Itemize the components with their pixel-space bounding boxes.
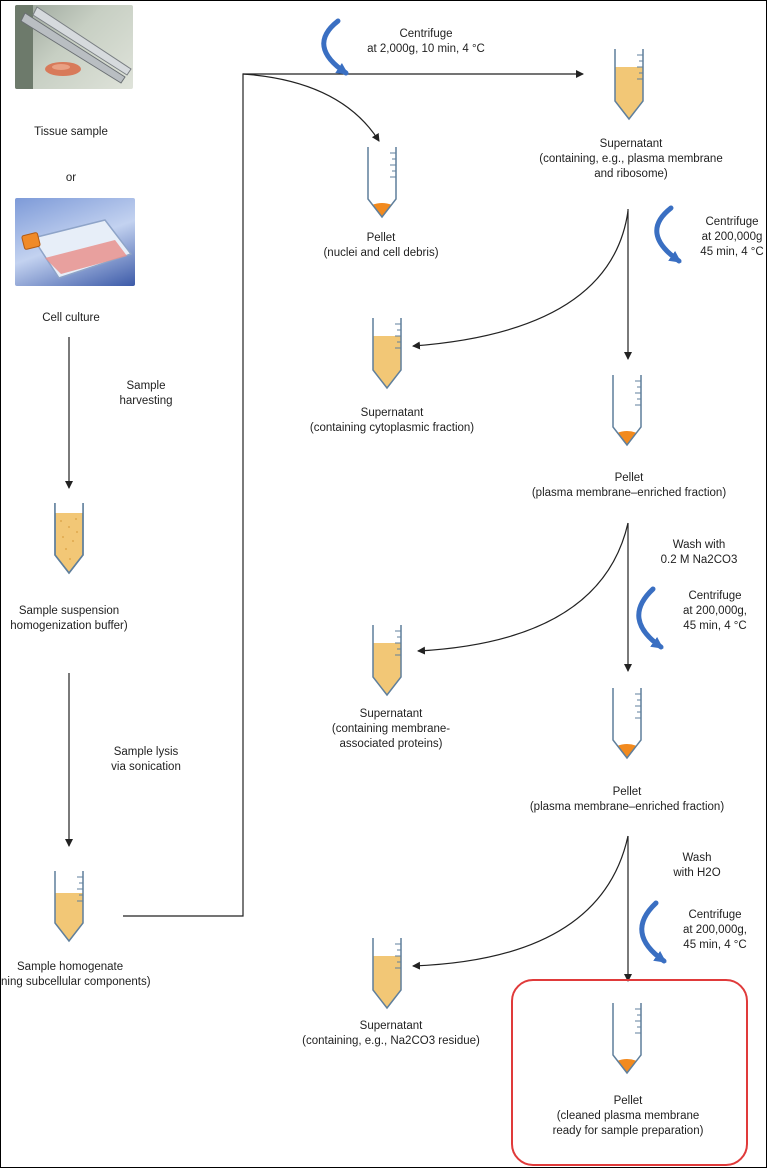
label-pellet-1-line2: (nuclei and cell debris) [323,247,439,259]
label-centrifuge-4-line1: Centrifuge [688,909,742,921]
label-supernatant-4-line1: Supernatant [359,1020,423,1032]
label-centrifuge-1-line1: Centrifuge [399,28,453,40]
cell-culture-photo [15,198,135,286]
label-cell-culture: Cell culture [42,312,100,324]
label-suspension-line2: homogenization buffer) [10,620,128,632]
label-supernatant-3: Supernatant (containing membrane- associ… [301,707,481,752]
label-centrifuge-3-line1: Centrifuge [688,590,742,602]
label-suspension-line1: Sample suspension [18,605,120,617]
label-wash-2-line1: Wash [682,852,712,864]
label-supernatant-3-line3: associated proteins) [339,738,443,750]
suspension-tube [54,503,84,575]
label-pellet-2: Pellet (plasma membrane–enriched fractio… [509,471,749,501]
label-pellet-4: Pellet (cleaned plasma membrane ready fo… [521,1094,735,1139]
supernatant-tube-4 [372,938,402,1010]
label-harvest-line1: Sample [126,380,166,392]
supernatant-tube-3 [372,625,402,697]
arrow-to-sup2 [412,210,629,350]
pellet-tube-2 [612,375,642,447]
label-wash-1-line2: 0.2 M Na2CO3 [660,554,738,566]
label-pellet-3-line1: Pellet [612,786,642,798]
centrifuge-icon [636,586,664,650]
label-supernatant-1: Supernatant (containing, e.g., plasma me… [501,137,761,182]
label-centrifuge-2: Centrifuge at 200,000g 45 min, 4 °C [687,215,766,260]
forceps-icon [15,5,132,89]
label-pellet-2-line1: Pellet [614,472,644,484]
label-pellet-2-line2: (plasma membrane–enriched fraction) [531,487,727,499]
tissue-sample-photo [15,5,133,89]
label-suspension: Sample suspension homogenization buffer) [1,604,137,634]
label-wash-2: Wash with H2O [657,851,737,881]
label-harvest-line2: harvesting [119,395,173,407]
label-supernatant-1-line2: (containing, e.g., plasma membrane [539,153,723,165]
label-homogenate-line2: ning subcellular components) [1,976,151,988]
label-supernatant-3-line2: (containing membrane- [331,723,451,735]
label-wash-1: Wash with 0.2 M Na2CO3 [649,538,749,568]
label-or: or [65,172,77,184]
label-supernatant-1-line3: and ribosome) [594,168,668,180]
label-supernatant-1-line1: Supernatant [599,138,663,150]
pellet-tube-4 [612,1003,642,1075]
label-centrifuge-2-line2: at 200,000g [701,231,763,243]
label-centrifuge-4-line2: at 200,000g, [683,924,747,936]
centrifuge-icon [639,900,667,964]
label-pellet-4-line2: (cleaned plasma membrane [556,1110,700,1122]
pellet-tube-3 [612,688,642,760]
label-lysis-line2: via sonication [111,761,181,773]
label-supernatant-4: Supernatant (containing, e.g., Na2CO3 re… [271,1019,511,1049]
label-pellet-4-line1: Pellet [613,1095,643,1107]
pellet-tube-1 [367,147,397,219]
label-centrifuge-4-line3: 45 min, 4 °C [683,939,747,951]
arrow-to-sup4 [412,835,629,970]
label-centrifuge-3: Centrifuge at 200,000g, 45 min, 4 °C [665,589,765,634]
label-centrifuge-3-line2: at 200,000g, [683,605,747,617]
label-tissue-sample: Tissue sample [34,126,108,138]
arrow-to-pellet1 [242,73,380,142]
label-harvest: Sample harvesting [91,379,201,409]
arrow-to-sup3 [417,522,629,655]
label-centrifuge-1: Centrifuge at 2,000g, 10 min, 4 °C [351,27,501,57]
label-lysis: Sample lysis via sonication [91,745,201,775]
final-pellet-highlight [511,979,748,1166]
label-pellet-3-line2: (plasma membrane–enriched fraction) [529,801,725,813]
label-wash-1-line1: Wash with [672,539,726,551]
connector-homogenate [123,70,584,917]
label-centrifuge-2-line3: 45 min, 4 °C [700,246,764,258]
culture-flask-icon [21,219,133,279]
centrifuge-icon [654,205,682,264]
label-lysis-line1: Sample lysis [113,746,179,758]
label-supernatant-2: Supernatant (containing cytoplasmic frac… [277,406,507,436]
label-homogenate-line1: Sample homogenate [17,961,124,973]
label-homogenate: Sample homogenate ning subcellular compo… [1,960,181,990]
label-supernatant-2-line2: (containing cytoplasmic fraction) [309,422,475,434]
homogenate-tube [54,871,84,943]
label-centrifuge-4: Centrifuge at 200,000g, 45 min, 4 °C [665,908,765,953]
supernatant-tube-2 [372,318,402,390]
supernatant-tube-1 [614,49,644,121]
label-pellet-1-line1: Pellet [366,232,396,244]
label-centrifuge-2-line1: Centrifuge [705,216,759,228]
label-pellet-4-line3: ready for sample preparation) [552,1125,704,1137]
label-pellet-3: Pellet (plasma membrane–enriched fractio… [507,785,747,815]
label-wash-2-line2: with H2O [673,867,721,879]
label-supernatant-2-line1: Supernatant [360,407,424,419]
label-centrifuge-1-line2: at 2,000g, 10 min, 4 °C [367,43,485,55]
label-supernatant-4-line2: (containing, e.g., Na2CO3 residue) [302,1035,480,1047]
label-supernatant-3-line1: Supernatant [359,708,423,720]
label-centrifuge-3-line3: 45 min, 4 °C [683,620,747,632]
centrifuge-icon [321,18,349,76]
label-pellet-1: Pellet (nuclei and cell debris) [301,231,461,261]
